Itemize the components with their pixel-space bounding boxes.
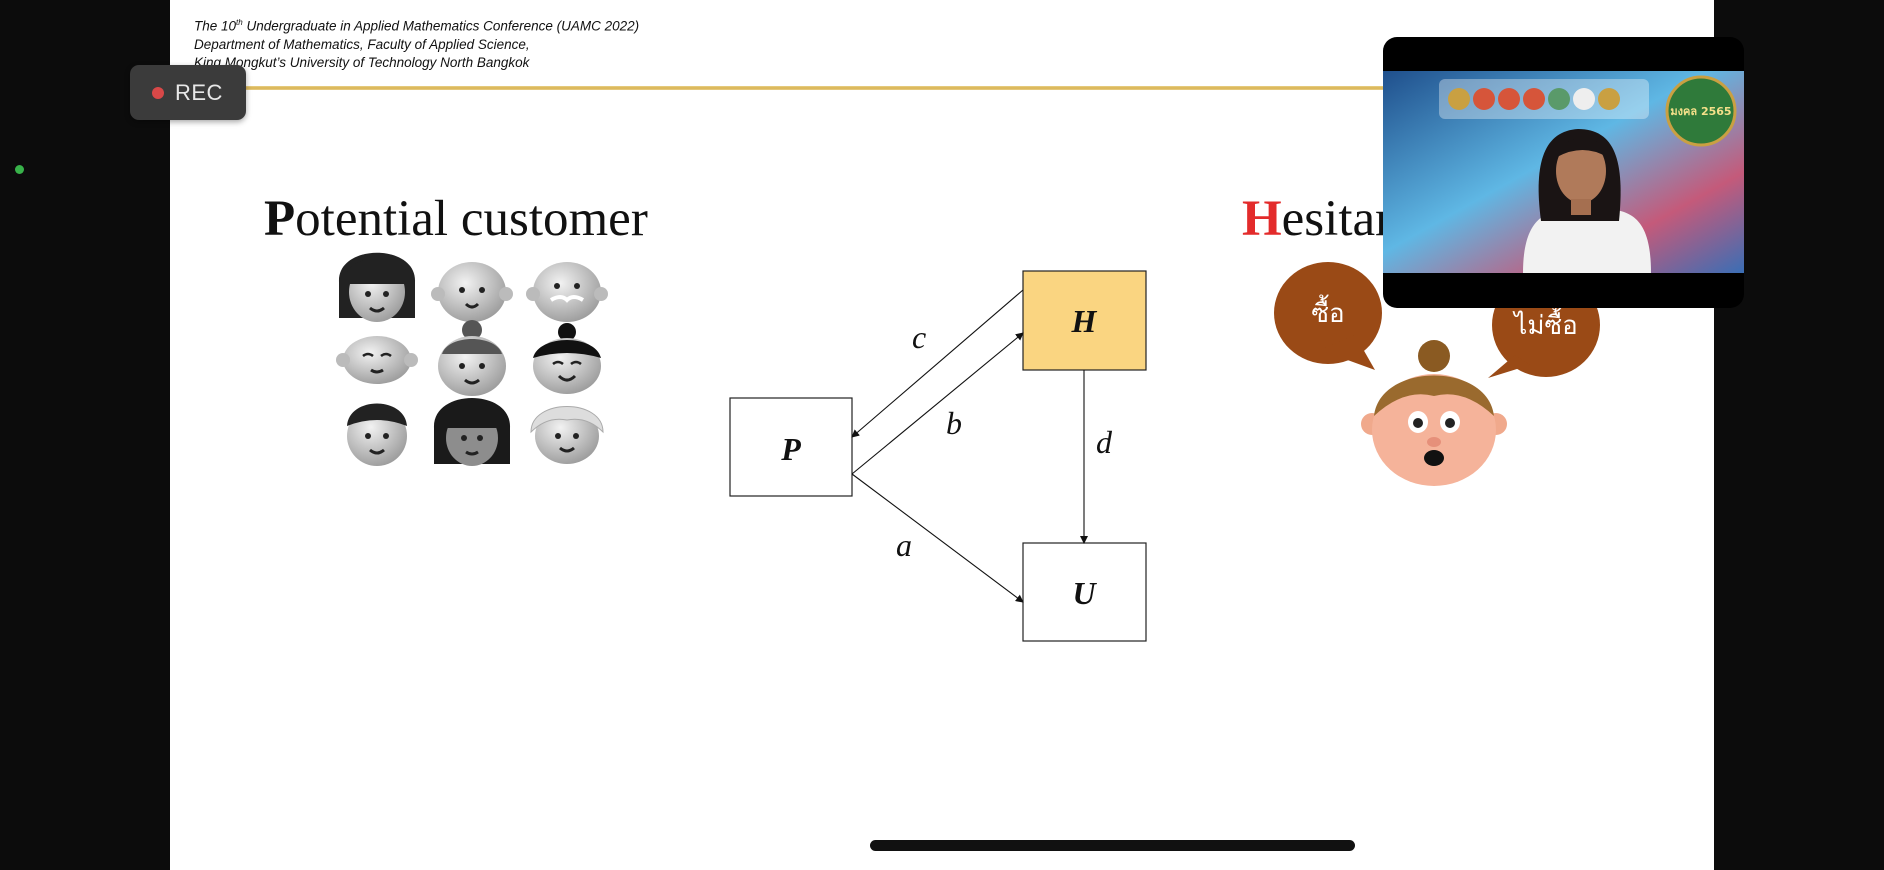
recording-label: REC xyxy=(175,80,223,105)
record-dot-icon xyxy=(152,87,164,99)
speaker-video-thumbnail[interactable]: มงคล 2565 xyxy=(1383,37,1744,308)
edge-a-label: a xyxy=(896,527,912,563)
face-6 xyxy=(533,323,601,394)
bubble-buy-text: ซื้อ xyxy=(1311,294,1344,329)
face-4 xyxy=(336,336,418,384)
status-indicator-dot xyxy=(15,165,24,174)
node-u-label: U xyxy=(1072,575,1097,611)
speaker-video-feed: มงคล 2565 xyxy=(1383,71,1744,273)
home-indicator-bar[interactable] xyxy=(870,840,1355,851)
face-5 xyxy=(438,320,506,396)
node-h-label: H xyxy=(1071,303,1098,339)
hesitant-title: Hesitar xyxy=(1242,191,1393,247)
node-p-box xyxy=(729,397,853,497)
edge-c-label: c xyxy=(912,319,926,355)
header-department-line: Department of Mathematics, Faculty of Ap… xyxy=(194,36,530,52)
face-8 xyxy=(433,398,511,466)
header-conference-line: The 10th Undergraduate in Applied Mathem… xyxy=(194,18,640,34)
bubble-buy xyxy=(1274,262,1382,370)
edge-a-arrow xyxy=(851,473,1024,603)
customer-faces-illustration xyxy=(336,252,608,466)
node-h-box xyxy=(1022,270,1147,371)
header-divider xyxy=(170,86,1400,90)
face-2 xyxy=(431,262,513,322)
node-p-label: P xyxy=(780,431,801,467)
edge-d-label: d xyxy=(1096,424,1113,460)
edge-b-label: b xyxy=(946,405,962,441)
event-badge-icon xyxy=(1665,75,1737,147)
event-badge-text: มงคล 2565 xyxy=(1670,105,1731,118)
header-university-line: King Mongkut’s University of Technology … xyxy=(194,54,530,70)
slide-header: The 10th Undergraduate in Applied Mathem… xyxy=(194,14,639,72)
face-7 xyxy=(347,403,407,466)
edge-b-arrow xyxy=(851,332,1024,475)
potential-customer-title: Potential customer xyxy=(264,191,648,247)
hesitant-character xyxy=(1361,340,1507,486)
speaker-person xyxy=(1523,129,1651,273)
node-u-box xyxy=(1022,542,1147,642)
edge-c-arrow xyxy=(851,289,1024,438)
seal-logos-icon xyxy=(1448,88,1620,110)
face-3 xyxy=(526,262,608,322)
bubble-not-buy-text: ไม่ซื้อ xyxy=(1512,306,1577,341)
recording-indicator[interactable]: REC xyxy=(130,65,246,120)
face-1 xyxy=(338,252,416,322)
face-9 xyxy=(530,406,604,464)
